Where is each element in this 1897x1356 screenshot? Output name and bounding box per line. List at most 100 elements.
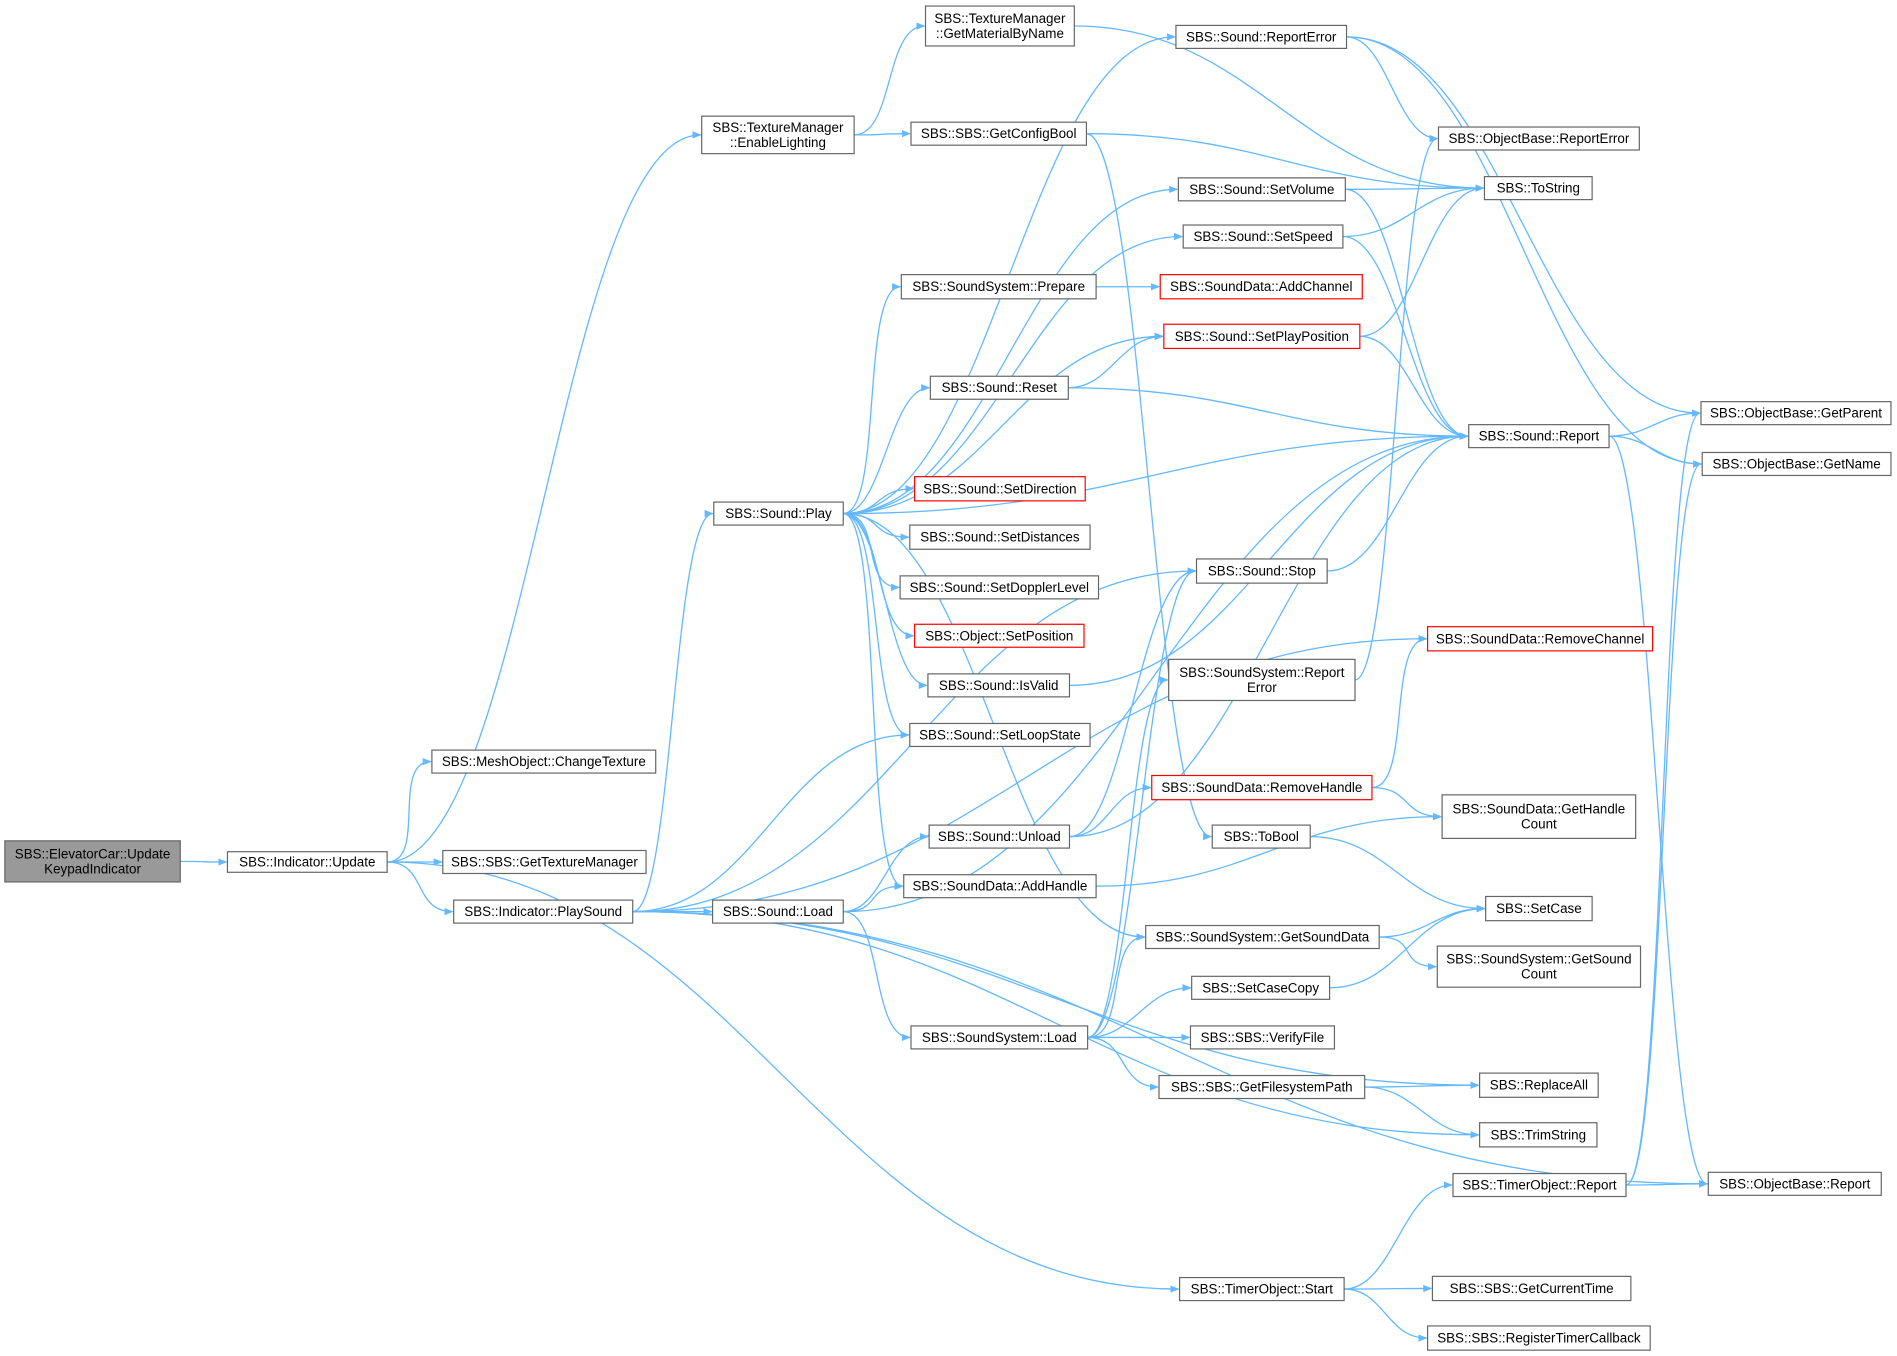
node-box[interactable] — [927, 673, 1071, 698]
node-box[interactable] — [1151, 774, 1373, 801]
node-box[interactable] — [909, 722, 1091, 748]
node-box[interactable] — [899, 575, 1100, 600]
node-box[interactable] — [713, 501, 844, 526]
node-sd_removehandle[interactable]: SBS::SoundData::RemoveHandle — [1151, 774, 1373, 801]
node-sound_reset[interactable]: SBS::Sound::Reset — [929, 375, 1069, 400]
node-mesh_change[interactable]: SBS::MeshObject::ChangeTexture — [431, 749, 657, 774]
node-tobool[interactable]: SBS::ToBool — [1211, 824, 1311, 849]
node-get_texmgr[interactable]: SBS::SBS::GetTextureManager — [442, 849, 647, 875]
node-sound_report[interactable]: SBS::Sound::Report — [1468, 424, 1610, 449]
node-box[interactable] — [1168, 658, 1356, 702]
node-sound_setdirection[interactable]: SBS::Sound::SetDirection — [914, 476, 1086, 502]
node-verifyfile[interactable]: SBS::SBS::VerifyFile — [1189, 1025, 1336, 1050]
node-box[interactable] — [1182, 224, 1344, 249]
node-box[interactable] — [910, 1025, 1089, 1050]
node-ob_report[interactable]: SBS::ObjectBase::Report — [1707, 1171, 1882, 1196]
node-ob_reporterror[interactable]: SBS::ObjectBase::ReportError — [1437, 126, 1640, 151]
node-box[interactable] — [1211, 824, 1311, 849]
node-sound_play[interactable]: SBS::Sound::Play — [713, 501, 844, 526]
node-ind_playsound[interactable]: SBS::Indicator::PlaySound — [453, 899, 634, 924]
node-sound_setspeed[interactable]: SBS::Sound::SetSpeed — [1182, 224, 1344, 249]
node-box[interactable] — [453, 899, 634, 924]
node-getcurrenttime[interactable]: SBS::SBS::GetCurrentTime — [1431, 1275, 1632, 1302]
node-ss_load[interactable]: SBS::SoundSystem::Load — [910, 1025, 1089, 1050]
node-box[interactable] — [1485, 895, 1593, 922]
node-timer_report[interactable]: SBS::TimerObject::Report — [1452, 1172, 1627, 1198]
node-box[interactable] — [1441, 794, 1637, 840]
node-sd_addhandle[interactable]: SBS::SoundData::AddHandle — [903, 874, 1097, 899]
node-box[interactable] — [1452, 1172, 1627, 1198]
node-setcase[interactable]: SBS::SetCase — [1485, 895, 1593, 922]
node-sound_setplaypos[interactable]: SBS::Sound::SetPlayPosition — [1163, 323, 1361, 350]
node-box[interactable] — [909, 524, 1091, 550]
node-box[interactable] — [4, 840, 181, 883]
node-box[interactable] — [1159, 274, 1363, 300]
node-box[interactable] — [900, 274, 1097, 300]
node-box[interactable] — [1468, 424, 1610, 449]
node-box[interactable] — [914, 623, 1085, 648]
node-box[interactable] — [1707, 1171, 1882, 1196]
node-box[interactable] — [1177, 177, 1346, 202]
node-sd_addchannel[interactable]: SBS::SoundData::AddChannel — [1159, 274, 1363, 300]
node-sound_load[interactable]: SBS::Sound::Load — [711, 899, 844, 924]
node-box[interactable] — [903, 874, 1097, 899]
node-box[interactable] — [1701, 451, 1892, 477]
node-sound_reporterror[interactable]: SBS::Sound::ReportError — [1175, 24, 1348, 49]
node-box[interactable] — [1431, 1275, 1632, 1302]
node-sound_setvolume[interactable]: SBS::Sound::SetVolume — [1177, 177, 1346, 202]
node-sound_isvalid[interactable]: SBS::Sound::IsValid — [927, 673, 1071, 698]
node-box[interactable] — [1145, 924, 1380, 950]
node-box[interactable] — [1479, 1122, 1598, 1148]
node-box[interactable] — [1479, 1072, 1599, 1098]
node-registertimer[interactable]: SBS::SBS::RegisterTimerCallback — [1426, 1325, 1651, 1351]
node-box[interactable] — [929, 375, 1069, 400]
node-box[interactable] — [431, 749, 657, 774]
node-box[interactable] — [1175, 24, 1348, 49]
node-ind_update[interactable]: SBS::Indicator::Update — [226, 851, 388, 873]
node-sound_unload[interactable]: SBS::Sound::Unload — [928, 824, 1071, 849]
node-box[interactable] — [1437, 126, 1640, 151]
node-trimstring[interactable]: SBS::TrimString — [1479, 1122, 1598, 1148]
node-ss_getsounddata[interactable]: SBS::SoundSystem::GetSoundData — [1145, 924, 1380, 950]
node-get_configbool[interactable]: SBS::SBS::GetConfigBool — [910, 121, 1088, 146]
node-box[interactable] — [1700, 401, 1892, 426]
node-ob_getname[interactable]: SBS::ObjectBase::GetName — [1701, 451, 1892, 477]
node-box[interactable] — [1163, 323, 1361, 350]
node-sound_stop[interactable]: SBS::Sound::Stop — [1195, 558, 1328, 584]
node-sound_setdistances[interactable]: SBS::Sound::SetDistances — [909, 524, 1091, 550]
node-box[interactable] — [701, 115, 855, 155]
node-getfspath[interactable]: SBS::SBS::GetFilesystemPath — [1158, 1074, 1366, 1100]
node-sound_setloop[interactable]: SBS::Sound::SetLoopState — [909, 722, 1091, 748]
node-sound_setdoppler[interactable]: SBS::Sound::SetDopplerLevel — [899, 575, 1100, 600]
node-setcasecopy[interactable]: SBS::SetCaseCopy — [1191, 975, 1331, 1000]
node-box[interactable] — [1426, 626, 1654, 652]
node-box[interactable] — [928, 824, 1071, 849]
node-tex_getmat[interactable]: SBS::TextureManager::GetMaterialByName — [924, 5, 1075, 47]
node-box[interactable] — [1436, 945, 1642, 988]
node-box[interactable] — [1158, 1074, 1366, 1100]
node-box[interactable] — [1426, 1325, 1651, 1351]
node-box[interactable] — [1189, 1025, 1336, 1050]
node-box[interactable] — [1191, 975, 1331, 1000]
node-obj_setposition[interactable]: SBS::Object::SetPosition — [914, 623, 1085, 648]
node-timer_start[interactable]: SBS::TimerObject::Start — [1178, 1276, 1345, 1302]
node-tostring[interactable]: SBS::ToString — [1483, 176, 1593, 201]
node-box[interactable] — [1483, 176, 1593, 201]
node-box[interactable] — [442, 849, 647, 875]
node-sd_removechannel[interactable]: SBS::SoundData::RemoveChannel — [1426, 626, 1654, 652]
node-box[interactable] — [910, 121, 1088, 146]
node-box[interactable] — [1195, 558, 1328, 584]
node-box[interactable] — [914, 476, 1086, 502]
node-replaceall[interactable]: SBS::ReplaceAll — [1479, 1072, 1599, 1098]
node-box[interactable] — [1178, 1276, 1345, 1302]
node-box[interactable] — [924, 5, 1075, 47]
node-ss_prepare[interactable]: SBS::SoundSystem::Prepare — [900, 274, 1097, 300]
node-box[interactable] — [711, 899, 844, 924]
node-ob_getparent[interactable]: SBS::ObjectBase::GetParent — [1700, 401, 1892, 426]
node-ss_reporterror[interactable]: SBS::SoundSystem::ReportError — [1168, 658, 1356, 702]
node-box[interactable] — [226, 851, 388, 873]
node-tex_enable[interactable]: SBS::TextureManager::EnableLighting — [701, 115, 855, 155]
